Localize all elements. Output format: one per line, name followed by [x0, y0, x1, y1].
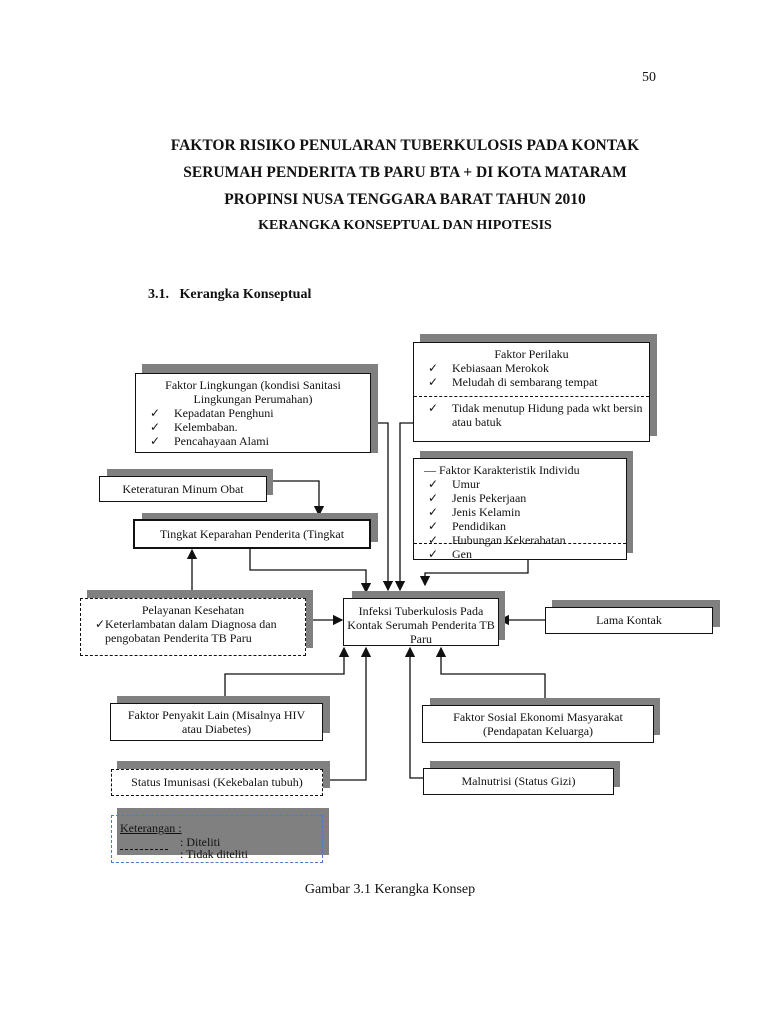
- list-item: Hubungan Kekerabatan: [414, 533, 626, 547]
- list-item: Kelembaban.: [136, 420, 370, 434]
- box-keteraturan-minum-obat: Keteraturan Minum Obat: [99, 476, 267, 502]
- box-sosial-ekonomi: Faktor Sosial Ekonomi Masyarakat (Pendap…: [422, 705, 654, 743]
- list-item: Umur: [414, 477, 626, 491]
- arrow-karakteristik: [419, 560, 529, 587]
- box-penyakit-lain: Faktor Penyakit Lain (Misalnya HIV atau …: [110, 703, 323, 741]
- title-line-1: FAKTOR RISIKO PENULARAN TUBERKULOSIS PAD…: [170, 137, 640, 154]
- list-item: Jenis Pekerjaan: [414, 491, 626, 505]
- list-item: Jenis Kelamin: [414, 505, 626, 519]
- arrow-sosial: [435, 646, 546, 705]
- box-malnutrisi: Malnutrisi (Status Gizi): [423, 768, 614, 795]
- arrow-penyakit-lain: [224, 646, 350, 703]
- box-pelayanan-kesehatan: Pelayanan Kesehatan Keterlambatan dalam …: [80, 598, 306, 656]
- title-line-2: SERUMAH PENDERITA TB PARU BTA + DI KOTA …: [183, 164, 627, 181]
- perilaku-title: Faktor Perilaku: [494, 347, 569, 361]
- list-item: Kepadatan Penghuni: [136, 406, 370, 420]
- legend: Keterangan : : Diteliti : Tidak diteliti: [111, 815, 323, 863]
- lingkungan-title: Faktor Lingkungan (kondisi Sanitasi Ling…: [165, 378, 341, 406]
- title-line-3: PROPINSI NUSA TENGGARA BARAT TAHUN 2010: [224, 191, 586, 208]
- arrow-imunisasi: [322, 646, 372, 781]
- list-item: Pencahayaan Alami: [136, 434, 370, 448]
- section-title: Kerangka Konseptual: [179, 287, 312, 302]
- subtitle: KERANGKA KONSEPTUAL DAN HIPOTESIS: [258, 218, 552, 233]
- legend-dashed-line: [120, 849, 168, 850]
- box-faktor-perilaku: Faktor Perilaku Kebiasaan MerokokMeludah…: [413, 342, 650, 442]
- arrow-keteraturan: [266, 480, 325, 517]
- list-item: Pendidikan: [414, 519, 626, 533]
- section-heading: 3.1. Kerangka Konseptual: [148, 287, 311, 303]
- page-number: 50: [642, 70, 656, 85]
- box-tingkat-keparahan: Tingkat Keparahan Penderita (Tingkat: [133, 519, 371, 549]
- legend-title: Keterangan :: [120, 821, 182, 835]
- karakteristik-title: — Faktor Karakteristik Individu: [424, 463, 580, 477]
- box-infeksi-tuberkulosis: Infeksi Tuberkulosis Pada Kontak Serumah…: [343, 598, 499, 646]
- pelayanan-title: Pelayanan Kesehatan: [141, 603, 245, 617]
- box-faktor-karakteristik: — Faktor Karakteristik Individu UmurJeni…: [413, 458, 627, 560]
- arrow-perilaku: [394, 422, 413, 592]
- divider: [414, 543, 626, 544]
- divider: [414, 396, 649, 397]
- legend-solid-label: : Diteliti: [180, 835, 221, 849]
- karakteristik-title-text: Faktor Karakteristik Individu: [439, 463, 580, 477]
- arrow-tingkat: [249, 548, 372, 594]
- box-lama-kontak: Lama Kontak: [545, 607, 713, 634]
- list-item: Kebiasaan Merokok: [414, 361, 649, 375]
- list-item: Gen: [414, 547, 626, 559]
- list-item: Keterlambatan dalam Diagnosa dan pengoba…: [81, 617, 305, 645]
- section-number: 3.1.: [148, 287, 169, 302]
- box-status-imunisasi: Status Imunisasi (Kekebalan tubuh): [111, 769, 323, 796]
- arrow-malnutrisi: [404, 646, 423, 779]
- list-item: Tidak menutup Hidung pada wkt bersin ata…: [414, 401, 649, 429]
- list-item: Meludah di sembarang tempat: [414, 375, 649, 389]
- box-faktor-lingkungan: Faktor Lingkungan (kondisi Sanitasi Ling…: [135, 373, 371, 453]
- legend-dashed-label: : Tidak diteliti: [180, 847, 249, 861]
- figure-caption: Gambar 3.1 Kerangka Konsep: [304, 882, 476, 897]
